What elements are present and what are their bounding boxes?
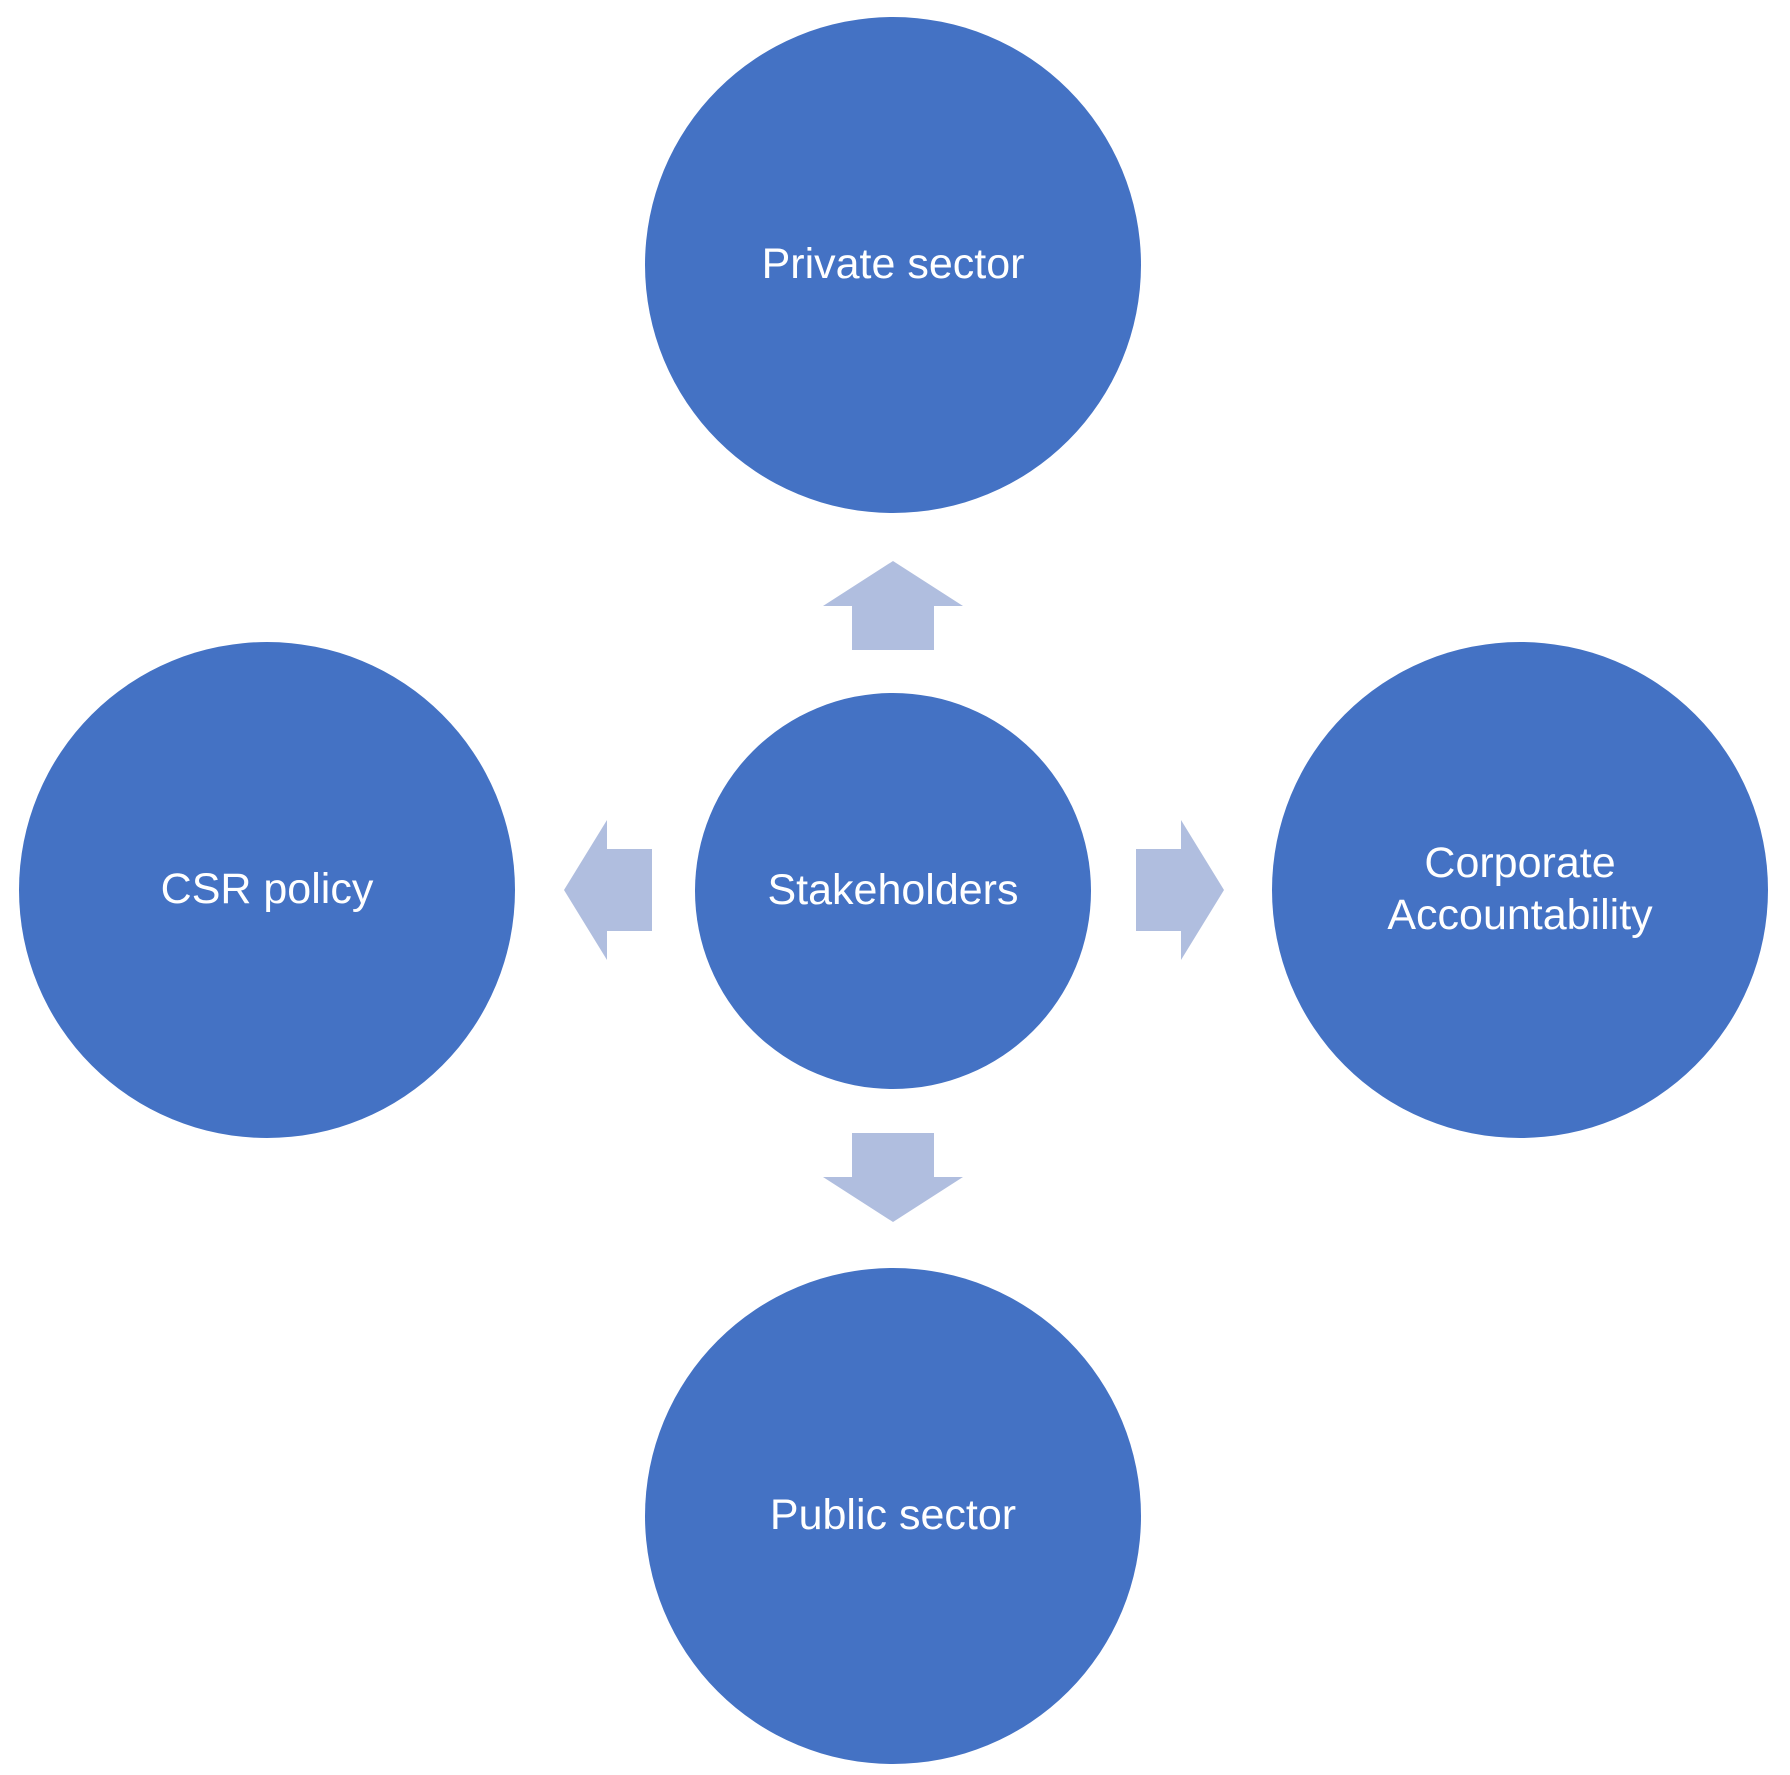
node-corporate-accountability: Corporate Accountability <box>1272 642 1768 1138</box>
node-csr-policy-label: CSR policy <box>160 865 374 914</box>
arrow-left-icon <box>564 820 652 960</box>
arrow-right-icon <box>1136 820 1224 960</box>
node-stakeholders: Stakeholders <box>695 693 1091 1089</box>
node-stakeholders-label: Stakeholders <box>767 866 1019 915</box>
node-csr-policy: CSR policy <box>19 642 515 1138</box>
node-private-sector-label: Private sector <box>761 240 1025 289</box>
node-private-sector: Private sector <box>645 17 1141 513</box>
node-public-sector: Public sector <box>645 1268 1141 1764</box>
arrow-down-icon <box>823 1133 963 1222</box>
arrow-up-icon <box>823 561 963 650</box>
node-public-sector-label: Public sector <box>769 1491 1017 1540</box>
node-corporate-accountability-label: Corporate Accountability <box>1387 839 1653 939</box>
